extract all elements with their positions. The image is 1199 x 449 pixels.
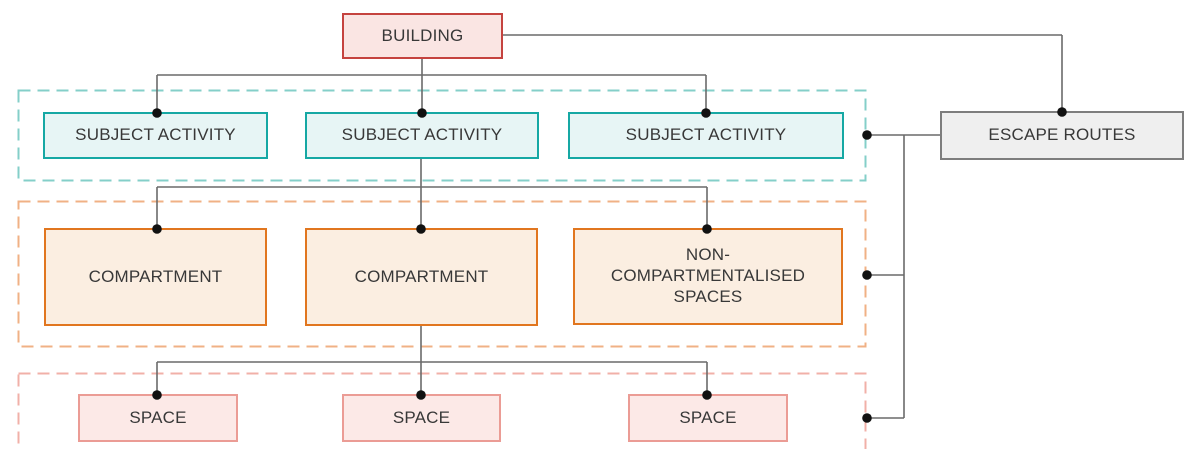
space-node-3: SPACE [628, 394, 788, 442]
connector-lines [156, 34, 1063, 419]
subject-activity-node-2: SUBJECT ACTIVITY [305, 112, 539, 159]
subject-activity-group-boundary [17, 89, 867, 182]
compartment-node-1: COMPARTMENT [44, 228, 267, 326]
subject-activity-node-1: SUBJECT ACTIVITY [43, 112, 268, 159]
space-node-2: SPACE [342, 394, 501, 442]
escape-routes-node: ESCAPE ROUTES [940, 111, 1184, 160]
compartment-node-2: COMPARTMENT [305, 228, 538, 326]
subject-activity-node-3: SUBJECT ACTIVITY [568, 112, 844, 159]
space-group-boundary [17, 372, 867, 449]
space-node-1: SPACE [78, 394, 238, 442]
building-node: BUILDING [342, 13, 503, 59]
non-compartmentalised-spaces-node: NON- COMPARTMENTALISED SPACES [573, 228, 843, 325]
